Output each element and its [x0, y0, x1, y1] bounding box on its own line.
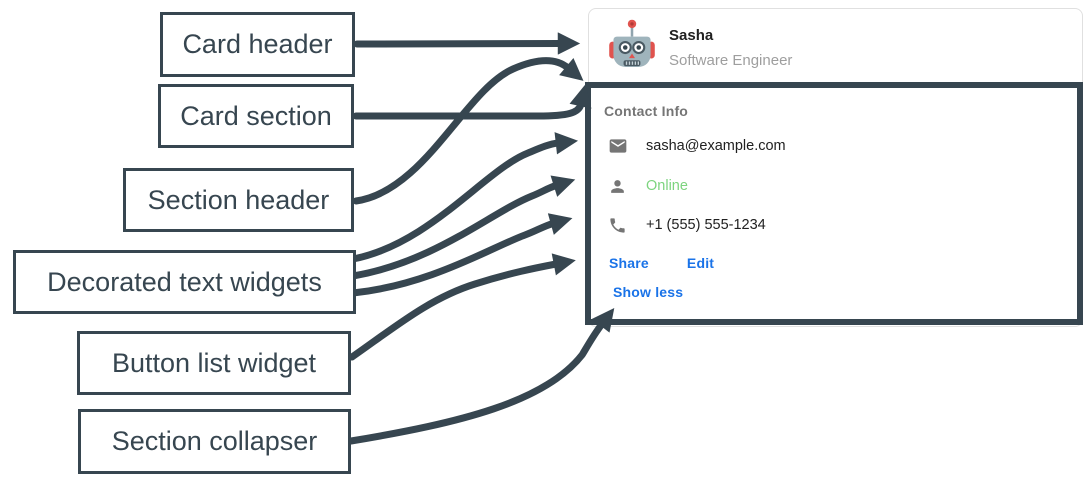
callout-label: Section header [147, 184, 330, 215]
callout-section-collapser: Section collapser [78, 409, 351, 474]
callout-decorated-text-widgets: Decorated text widgets [13, 250, 356, 314]
callout-card-header: Card header [160, 12, 355, 77]
phone-icon [608, 215, 628, 235]
arrow-section-header [352, 57, 584, 205]
button-list-widget: Share Edit [609, 255, 714, 271]
robot-avatar-icon [605, 16, 659, 74]
email-text: sasha@example.com [646, 138, 786, 154]
card-section: Contact Info sasha@example.com Online +1… [589, 86, 1082, 326]
section-collapser-button[interactable]: Show less [613, 284, 684, 300]
callout-label: Section collapser [111, 426, 318, 456]
person-icon [608, 176, 628, 196]
contact-card: Sasha Software Engineer Contact Info sas… [588, 8, 1083, 327]
callout-section-header: Section header [123, 168, 354, 232]
email-icon [608, 136, 628, 156]
share-button[interactable]: Share [609, 255, 649, 271]
arrow-decorated-text-2 [349, 175, 576, 280]
callout-card-section: Card section [158, 84, 354, 148]
callout-label: Decorated text widgets [47, 266, 322, 297]
section-header-title: Contact Info [604, 103, 689, 119]
person-name: Sasha [669, 27, 714, 44]
arrow-button-list [348, 253, 576, 361]
arrow-decorated-text-1 [349, 132, 579, 263]
callout-label: Button list widget [111, 347, 317, 378]
arrow-card-section [352, 84, 592, 120]
edit-button[interactable]: Edit [686, 255, 715, 271]
arrow-section-collapser [347, 308, 615, 445]
callout-button-list-widget: Button list widget [77, 331, 351, 395]
status-text: Online [646, 178, 688, 194]
arrow-decorated-text-3 [349, 213, 573, 297]
callout-label: Card section [180, 100, 332, 131]
person-subtitle: Software Engineer [669, 52, 793, 69]
phone-text: +1 (555) 555-1234 [646, 217, 766, 233]
card-header: Sasha Software Engineer [589, 9, 1082, 86]
callout-label: Card header [182, 29, 333, 59]
arrow-card-header [353, 32, 581, 55]
